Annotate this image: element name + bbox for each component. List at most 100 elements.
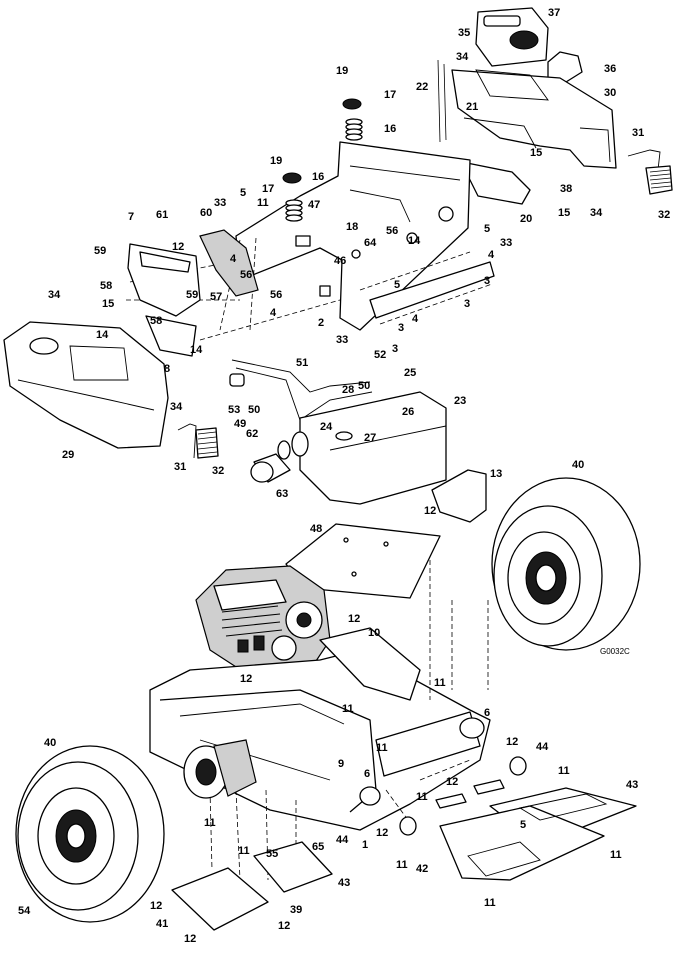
callout-15: 15	[102, 298, 114, 310]
callout-20: 20	[520, 213, 532, 225]
callout-4: 4	[488, 249, 495, 261]
callout-48: 48	[310, 523, 322, 535]
callout-39: 39	[290, 904, 302, 916]
fuel-line-51	[231, 359, 371, 393]
callout-61: 61	[156, 209, 168, 221]
callout-16: 16	[384, 123, 396, 135]
callout-11: 11	[376, 742, 388, 754]
callout-11: 11	[204, 817, 216, 829]
bracket-13	[431, 469, 487, 523]
callout-11: 11	[484, 897, 496, 909]
callout-36: 36	[604, 63, 616, 75]
callout-3: 3	[392, 343, 398, 355]
wheel-motor	[183, 739, 257, 799]
spring-16-upper	[342, 98, 363, 141]
callout-62: 62	[246, 428, 258, 440]
callout-21: 21	[466, 101, 478, 113]
handle-31	[627, 149, 661, 171]
callout-5: 5	[484, 223, 490, 235]
callout-22: 22	[416, 81, 428, 93]
callout-5: 5	[394, 279, 400, 291]
callout-9: 9	[338, 758, 344, 770]
callout-24: 24	[320, 421, 333, 433]
callout-46: 46	[334, 255, 346, 267]
callout-29: 29	[62, 449, 74, 461]
callout-11: 11	[434, 677, 446, 689]
callout-1: 1	[362, 839, 368, 851]
callout-56: 56	[386, 225, 398, 237]
callout-65: 65	[312, 841, 324, 853]
callout-43: 43	[338, 877, 350, 889]
callout-41: 41	[156, 918, 168, 930]
callout-38: 38	[560, 183, 572, 195]
callout-31: 31	[632, 127, 644, 139]
rear-hood-30	[451, 69, 617, 169]
callout-5: 5	[520, 819, 526, 831]
callout-50: 50	[248, 404, 260, 416]
callout-26: 26	[402, 406, 414, 418]
figure-reference: G0032C	[600, 647, 630, 656]
callout-40: 40	[572, 459, 584, 471]
callout-11: 11	[396, 859, 408, 871]
callout-43: 43	[626, 779, 638, 791]
callout-54: 54	[18, 905, 31, 917]
cushion-60	[199, 229, 259, 297]
callout-59: 59	[94, 245, 106, 257]
callout-10: 10	[368, 627, 380, 639]
callout-11: 11	[342, 703, 354, 715]
rear-tire-right-40	[491, 477, 641, 651]
callout-30: 30	[604, 87, 616, 99]
callout-50: 50	[358, 380, 370, 392]
callout-44: 44	[336, 834, 349, 846]
bracket-20	[461, 161, 531, 205]
callout-3: 3	[484, 275, 490, 287]
console-pod	[475, 7, 583, 83]
callout-3: 3	[464, 298, 470, 310]
callout-34: 34	[48, 289, 61, 301]
grille-32	[645, 165, 673, 195]
callout-33: 33	[500, 237, 512, 249]
callout-17: 17	[384, 89, 396, 101]
callout-11: 11	[558, 765, 570, 777]
callout-42: 42	[416, 863, 428, 875]
callout-6: 6	[364, 768, 370, 780]
callout-51: 51	[296, 357, 308, 369]
callout-19: 19	[270, 155, 282, 167]
callout-12: 12	[376, 827, 388, 839]
callout-18: 18	[346, 221, 358, 233]
callout-33: 33	[214, 197, 226, 209]
callout-49: 49	[234, 418, 246, 430]
spring-16-lower	[282, 172, 303, 222]
frame-panel	[235, 141, 471, 331]
bushing-44	[509, 756, 527, 776]
callout-13: 13	[490, 468, 502, 480]
callout-4: 4	[412, 313, 419, 325]
callout-6: 6	[484, 707, 490, 719]
callout-25: 25	[404, 367, 416, 379]
callout-32: 32	[658, 209, 670, 221]
engine	[195, 565, 331, 677]
callout-11: 11	[257, 197, 269, 209]
callout-16: 16	[312, 171, 324, 183]
callout-14: 14	[96, 329, 109, 341]
callout-56: 56	[270, 289, 282, 301]
callout-4: 4	[270, 307, 277, 319]
callout-12: 12	[172, 241, 184, 253]
callout-12: 12	[184, 933, 196, 945]
callout-33: 33	[336, 334, 348, 346]
pin-5a	[473, 779, 505, 795]
callout-12: 12	[446, 776, 458, 788]
pan-42-43	[439, 787, 637, 881]
callout-60: 60	[200, 207, 212, 219]
callout-12: 12	[348, 613, 360, 625]
callout-11: 11	[610, 849, 622, 861]
callout-37: 37	[548, 7, 560, 19]
filter-53	[229, 373, 245, 387]
callout-17: 17	[262, 183, 274, 195]
bushing-44-b	[399, 816, 417, 836]
callout-59: 59	[186, 289, 198, 301]
callout-14: 14	[190, 344, 203, 356]
callout-63: 63	[276, 488, 288, 500]
callout-12: 12	[278, 920, 290, 932]
callout-58: 58	[100, 280, 112, 292]
